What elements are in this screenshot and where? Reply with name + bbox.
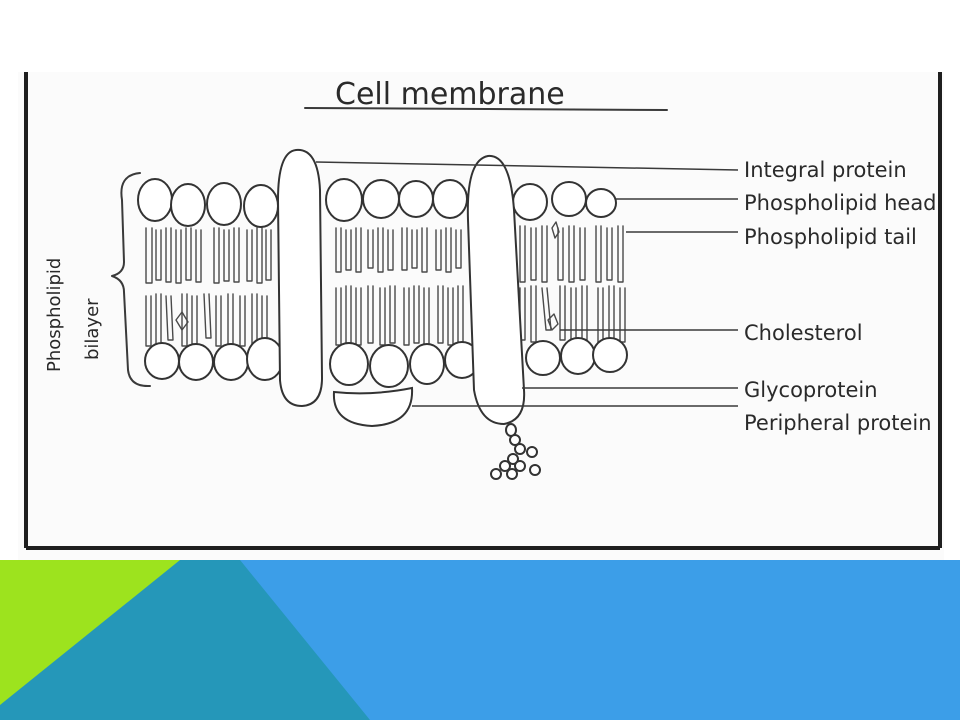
diagram-title-group: Cell membrane (304, 77, 668, 112)
bilayer-side-label: Phospholipid bilayer (44, 258, 103, 372)
title-underline (304, 107, 668, 111)
diagram-title: Cell membrane (335, 77, 565, 112)
diagram-labels: Integral protein Phospholipid head Phosp… (744, 158, 937, 435)
label-cholesterol: Cholesterol (744, 321, 863, 345)
upper-tails (145, 225, 624, 284)
glycoprotein-chain (490, 423, 541, 480)
side-label-line-2: bilayer (82, 298, 103, 360)
label-peripheral-protein: Peripheral protein (744, 411, 932, 435)
cholesterol-marks (175, 221, 560, 331)
bottom-decoration-band (0, 560, 960, 720)
label-glycoprotein: Glycoprotein (744, 378, 878, 402)
label-integral-protein: Integral protein (744, 158, 907, 182)
integral-protein-right (466, 154, 526, 426)
peripheral-protein (332, 386, 414, 428)
leader-lines (315, 161, 739, 407)
band-green-triangle (0, 560, 180, 705)
lower-heads (144, 337, 628, 388)
upper-heads (137, 178, 617, 228)
integral-protein-left (276, 148, 324, 408)
bilayer-brace (111, 172, 151, 388)
label-phospholipid-head: Phospholipid head (744, 191, 937, 215)
side-label-line-1: Phospholipid (44, 258, 65, 372)
label-phospholipid-tail: Phospholipid tail (744, 225, 917, 249)
